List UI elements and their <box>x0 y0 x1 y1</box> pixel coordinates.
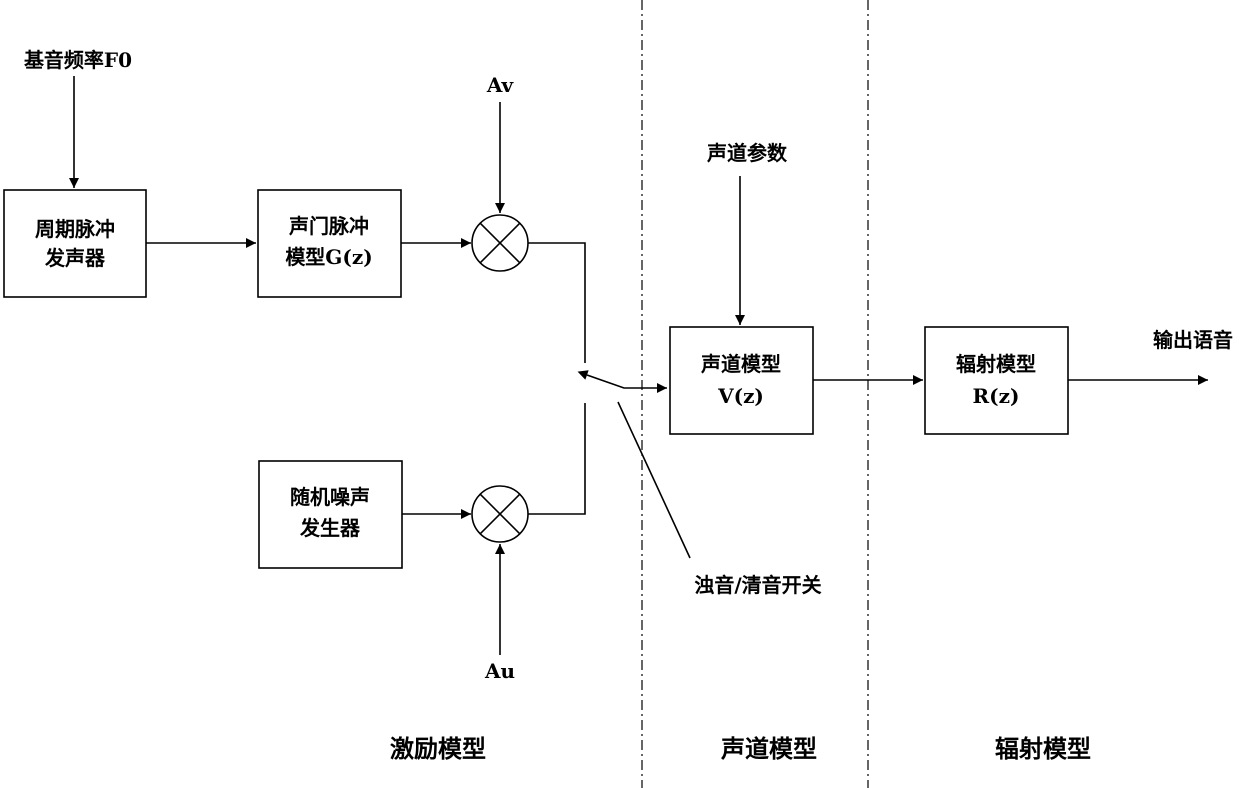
vocal-tract-line1: 声道模型 <box>700 352 781 376</box>
switch-arm <box>577 370 667 393</box>
noise-generator-line1: 随机噪声 <box>290 485 370 509</box>
radiation-line2: R(z) <box>973 384 1020 408</box>
f0-label: 基音频率F0 <box>24 48 132 72</box>
vocal-tract-line2: V(z) <box>717 384 764 408</box>
pulse-generator-block <box>3 189 147 298</box>
section-title-radiation: 辐射模型 <box>995 734 1091 763</box>
unvoiced-path-wire <box>528 403 586 515</box>
radiation-line1: 辐射模型 <box>956 352 1036 376</box>
au-label: Au <box>484 659 515 683</box>
vocal-tract-block <box>669 326 814 435</box>
pulse-generator-line1: 周期脉冲 <box>35 217 115 241</box>
section-title-tract: 声道模型 <box>720 734 817 763</box>
unvoiced-multiplier-icon <box>471 485 529 543</box>
pulse-generator-line2: 发声器 <box>44 246 106 270</box>
glottal-model-block <box>257 189 402 298</box>
tract-params-label: 声道参数 <box>706 141 788 165</box>
switch-label: 浊音/清音开关 <box>694 573 821 597</box>
switch-leader-line <box>617 401 691 559</box>
av-label: Av <box>486 73 515 97</box>
voiced-multiplier-icon <box>471 214 529 272</box>
noise-generator-block <box>258 460 403 569</box>
glottal-model-line1: 声门脉冲 <box>288 214 369 238</box>
noise-generator-line2: 发生器 <box>299 516 361 540</box>
output-label: 输出语音 <box>1153 328 1233 352</box>
section-title-excitation: 激励模型 <box>390 734 486 763</box>
radiation-block <box>924 326 1069 435</box>
voiced-path-wire <box>528 242 586 363</box>
glottal-model-line2: 模型G(z) <box>285 245 372 269</box>
